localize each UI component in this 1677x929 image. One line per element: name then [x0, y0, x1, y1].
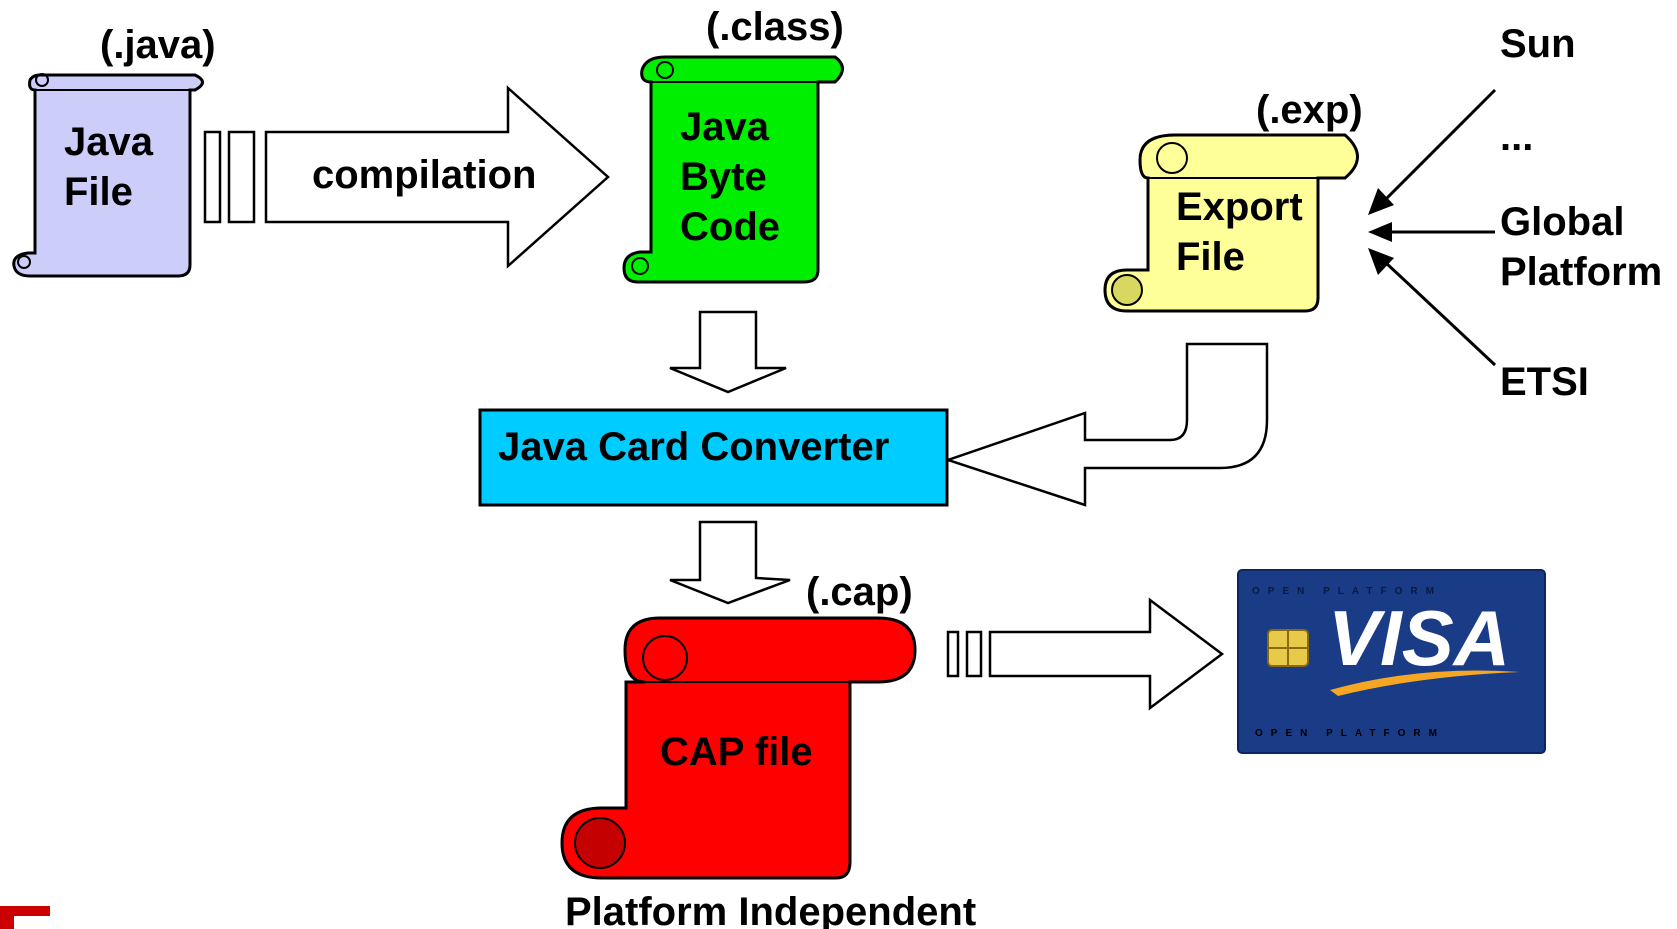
byte-code-ext: (.class): [706, 5, 844, 49]
java-file-scroll: (.java) Java File: [12, 23, 216, 278]
card-band-bottom: OPEN PLATFORM: [1255, 728, 1445, 739]
java-file-line1: Java: [64, 120, 154, 164]
source-labels: Sun ... Global Platform ETSI: [1500, 22, 1662, 404]
byte-code-line3: Code: [680, 205, 780, 249]
byte-code-scroll: (.class) Java Byte Code: [622, 5, 844, 284]
visa-card-image: OPEN PLATFORM OPEN PLATFORM VISA: [1237, 569, 1546, 754]
export-file-line1: Export: [1176, 185, 1303, 229]
compilation-arrow: compilation: [203, 85, 610, 269]
export-file-line2: File: [1176, 235, 1245, 279]
source-arrows: [1368, 88, 1497, 367]
byte-code-line2: Byte: [680, 155, 767, 199]
source-global: Global: [1500, 200, 1624, 244]
source-ellipsis: ...: [1500, 115, 1533, 159]
byte-code-line1: Java: [680, 105, 770, 149]
export-file-scroll: (.exp) Export File: [1103, 88, 1363, 313]
java-file-ext: (.java): [100, 23, 216, 67]
source-etsi: ETSI: [1500, 360, 1589, 404]
footer-label: Platform Independent: [565, 890, 976, 929]
compilation-label: compilation: [312, 153, 536, 197]
source-sun: Sun: [1500, 22, 1576, 66]
cap-file-ext: (.cap): [806, 570, 913, 614]
java-file-line2: File: [64, 170, 133, 214]
down-arrow-to-converter: [669, 310, 787, 394]
cap-file-scroll: (.cap) CAP file: [560, 570, 917, 880]
java-card-converter: Java Card Converter: [478, 408, 949, 507]
down-arrow-to-cap: [669, 520, 791, 605]
converter-label: Java Card Converter: [498, 425, 889, 469]
export-to-converter-arrow: [944, 342, 1269, 507]
export-file-ext: (.exp): [1256, 88, 1363, 132]
cap-to-card-arrow: [946, 597, 1225, 711]
cap-file-label: CAP file: [660, 730, 813, 774]
card-pattern-row1: OPEN PLATFORM: [1252, 586, 1442, 597]
card-brand: VISA: [1328, 594, 1510, 682]
logo-fragment: [0, 906, 50, 929]
source-platform: Platform: [1500, 250, 1662, 294]
